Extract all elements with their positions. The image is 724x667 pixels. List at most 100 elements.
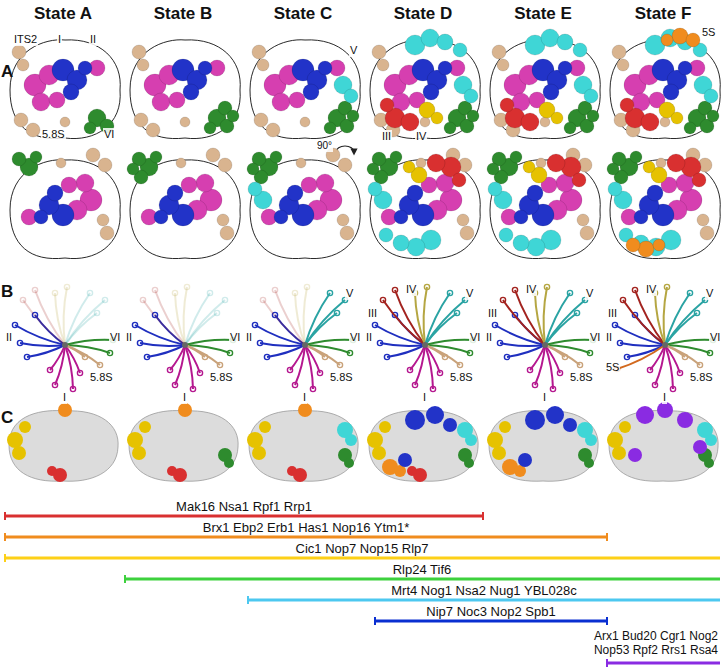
helix-line [387, 345, 425, 357]
hairpin-loop [304, 284, 309, 289]
hairpin-loop [447, 290, 452, 295]
density-blob [318, 61, 332, 75]
density-blob [527, 185, 543, 201]
density-blob [266, 123, 280, 137]
density-blob [557, 34, 573, 50]
particle-outline [10, 40, 120, 139]
particle-outline [490, 160, 600, 259]
factor-density [584, 458, 594, 468]
density-blob [274, 210, 288, 224]
density-blob [12, 45, 26, 59]
density-blob [401, 113, 419, 131]
density-blob [608, 182, 622, 196]
domain-label: V [345, 287, 354, 300]
hairpin-loop [227, 350, 232, 355]
state-heading: State E [514, 4, 572, 24]
density-blob [444, 122, 456, 134]
hairpin-loop [497, 340, 502, 345]
helix-line [627, 345, 665, 357]
density-blob [377, 59, 389, 71]
hairpin-loop [197, 370, 202, 375]
factor-density [487, 432, 503, 448]
factor-density [619, 421, 631, 433]
density-blob [467, 110, 479, 122]
domain-label: II [245, 331, 253, 344]
rrna-structure [492, 284, 595, 391]
hairpin-loop [337, 362, 342, 367]
helix-line [305, 300, 345, 345]
density-blob [704, 89, 718, 103]
density-map [10, 40, 120, 139]
helix-line [665, 345, 700, 365]
density-blob [499, 228, 513, 242]
factor-density [705, 434, 717, 446]
density-blob [154, 210, 168, 224]
hairpin-loop [424, 284, 429, 289]
hairpin-loop [32, 287, 37, 292]
bar-line [5, 536, 607, 539]
helix-line [155, 290, 185, 345]
density-blob [252, 45, 266, 59]
hairpin-loop [292, 290, 297, 295]
central-junction [182, 342, 188, 348]
bar-tick [124, 575, 126, 583]
helix-line [147, 345, 185, 357]
density-blob [132, 45, 146, 59]
bar-tick [4, 512, 6, 520]
density-blob [390, 151, 402, 163]
density-blob [60, 117, 70, 127]
hairpin-loop [287, 367, 292, 372]
rrna-structure [12, 284, 115, 391]
domain-label: 5S [701, 26, 716, 39]
density-blob [14, 113, 28, 127]
hairpin-loop [380, 297, 385, 302]
helix-line [184, 287, 187, 345]
domain-label: III [487, 307, 498, 320]
domain-label: VI [589, 331, 601, 344]
hairpin-loop [190, 386, 195, 391]
hairpin-loop [412, 382, 417, 387]
domain-label: VI [103, 128, 115, 141]
density-blob [437, 34, 453, 50]
factor-map [607, 402, 718, 481]
domain-label: VI [349, 331, 361, 344]
hairpin-loop [292, 382, 297, 387]
hairpin-loop [647, 367, 652, 372]
domain-label: 5.8S [449, 371, 474, 384]
domain-label: I [182, 391, 187, 404]
helix-line [545, 340, 593, 345]
density-blob [663, 84, 679, 100]
density-blob [32, 93, 50, 111]
hairpin-loop [47, 367, 52, 372]
density-blob [453, 43, 467, 57]
density-blob [152, 93, 170, 111]
helix-line [140, 343, 185, 346]
density-blob [617, 59, 629, 71]
density-blob [626, 238, 640, 252]
density-blob [572, 173, 586, 187]
density-blob [217, 214, 229, 226]
helix-line [275, 290, 305, 345]
hairpin-loop [550, 386, 555, 391]
density-blob [620, 98, 634, 112]
bar-line [5, 515, 483, 518]
hairpin-loop [184, 284, 189, 289]
helix-line [665, 300, 705, 345]
density-blob [204, 122, 216, 134]
density-blob [678, 61, 692, 75]
domain-label: VI [469, 331, 481, 344]
helix-line [500, 343, 545, 346]
helix-line [65, 345, 100, 365]
hairpin-loop [392, 287, 397, 292]
domain-label: V [465, 287, 474, 300]
density-blob [457, 214, 469, 226]
domain-label: IV [525, 283, 537, 296]
hairpin-loop [467, 350, 472, 355]
density-blob [303, 84, 319, 100]
hairpin-loop [512, 287, 517, 292]
density-blob [630, 151, 642, 163]
factor-density [563, 418, 577, 432]
density-blob [564, 122, 576, 134]
hairpin-loop [137, 340, 142, 345]
domain-label: 5.8S [41, 128, 66, 141]
